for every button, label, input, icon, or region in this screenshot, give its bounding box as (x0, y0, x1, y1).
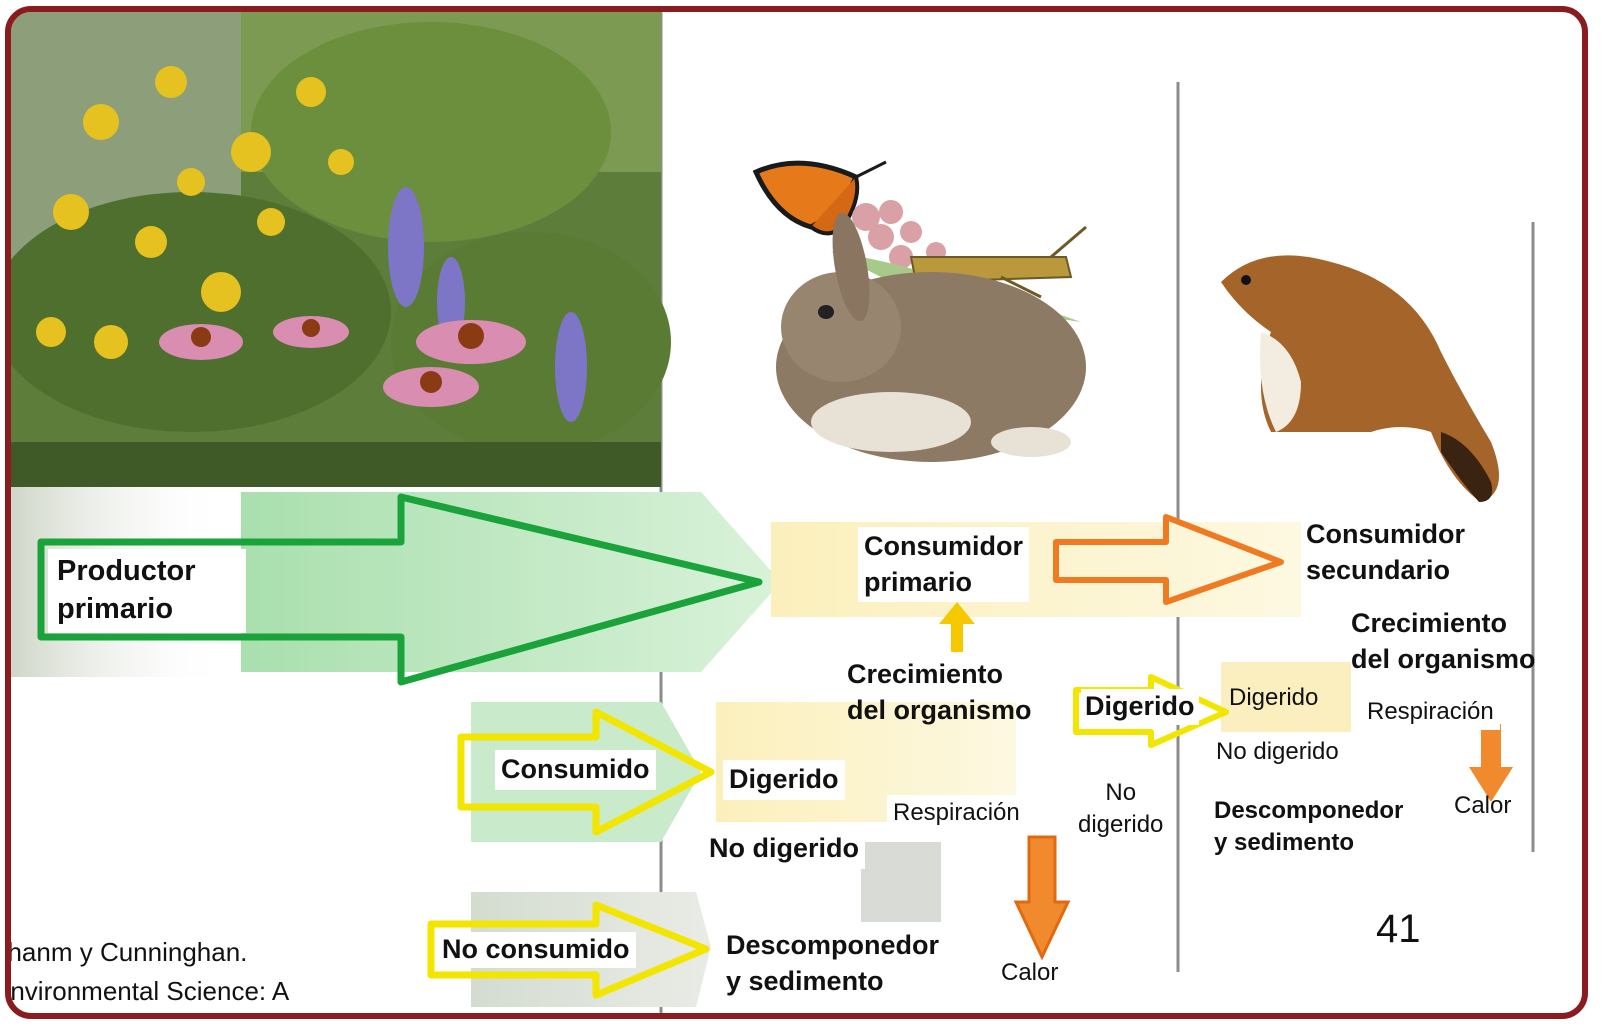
label-calor-2: Calor (1454, 790, 1511, 822)
slide-frame: Productor primario Consumidor primario C… (5, 6, 1588, 1019)
label-crecimiento-2: Crecimiento del organismo (1351, 606, 1536, 677)
label-productor-primario: Productor primario (57, 552, 196, 629)
label-descomponedor-1: Descomponedor y sedimento (726, 928, 939, 999)
slide-stage: Productor primario Consumidor primario C… (11, 12, 1588, 1019)
citation-line-2: Environmental Science: A (5, 976, 289, 1007)
label-digerido-3: Digerido (1229, 682, 1318, 714)
label-respiracion-1: Respiración (887, 795, 1026, 831)
band-producer (241, 492, 781, 672)
label-crecimiento-1: Crecimiento del organismo (847, 657, 1032, 728)
label-no-consumido: No consumido (436, 932, 636, 968)
label-no-digerido-3: No digerido (1216, 736, 1339, 768)
label-consumido: Consumido (495, 750, 656, 790)
band-undigested (861, 842, 941, 922)
label-no-digerido-2: No digerido (1078, 777, 1163, 840)
label-digerido-2: Digerido (1081, 689, 1199, 725)
label-consumidor-primario: Consumidor primario (858, 527, 1029, 602)
label-no-digerido-1: No digerido (703, 829, 865, 869)
label-digerido-1: Digerido (723, 760, 845, 800)
slide-number: 41 (1376, 907, 1421, 952)
label-respiracion-2: Respiración (1361, 694, 1500, 730)
arrow-heat-1 (1016, 837, 1068, 957)
citation-line-1: ghanm y Cunninghan. (5, 937, 247, 968)
weasel-image (1221, 255, 1499, 502)
label-consumidor-secundario: Consumidor secundario (1306, 517, 1465, 588)
label-descomponedor-2: Descomponedor y sedimento (1214, 795, 1403, 858)
label-calor-1: Calor (1001, 957, 1058, 989)
